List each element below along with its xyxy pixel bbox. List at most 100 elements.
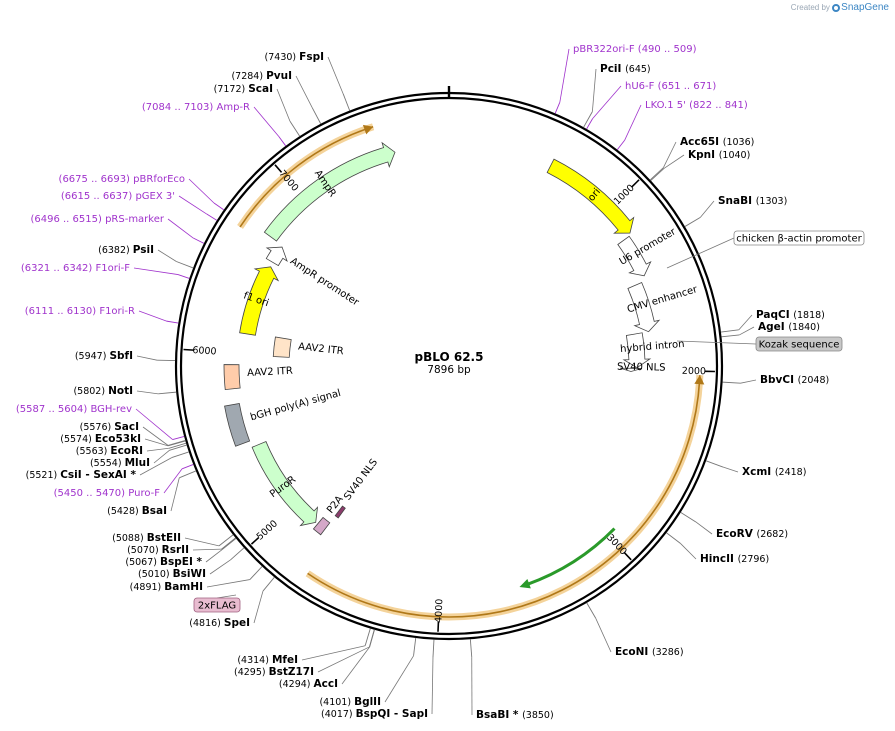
site-rsrii-tick — [221, 537, 236, 550]
site-rsrii-label: (5070) RsrII — [127, 544, 189, 556]
site-bstz17i-leader — [317, 646, 370, 673]
orf-band — [305, 375, 704, 621]
primer-pbrforeco-tick — [213, 202, 225, 211]
snapgene-logo-icon — [832, 4, 841, 12]
feature-sv40-nls-arrow — [334, 505, 346, 519]
site-bglii-leader — [384, 655, 414, 703]
feature-sv40-nls-label: SV40 NLS — [617, 362, 666, 374]
site-ecori-tick — [168, 442, 187, 449]
site-sbfi-leader — [136, 355, 158, 361]
site-bstz17i-label: (4295) BstZ17I — [234, 666, 314, 678]
orf-arrowhead — [362, 124, 374, 135]
feature-aav2-itr-arrow — [223, 364, 241, 391]
site-noti-tick — [158, 391, 177, 395]
site-bspqi-sapi-label: (4017) BspQI - SapI — [321, 708, 428, 720]
brand-created-by: Created by — [790, 3, 830, 12]
site-mfei-leader — [301, 645, 366, 661]
site-bsai-tick — [179, 470, 197, 479]
site-bsabi-tick — [469, 639, 473, 658]
tick-label-4000: 4000 — [433, 599, 445, 624]
site-scai-label: (7172) ScaI — [214, 83, 273, 95]
site-bsteii-label: (5088) BstEII — [112, 532, 181, 544]
brand-credit: Created by SnapGene — [791, 2, 889, 13]
site-bglii-tick — [413, 637, 417, 656]
primer-pbrforeco-label: (6675 .. 6693) pBRforEco — [59, 174, 185, 185]
primer-prs-marker-label: (6496 .. 6515) pRS-marker — [30, 214, 164, 225]
primer-f1ori-f-label: (6321 .. 6342) F1ori-F — [21, 263, 130, 274]
primer-amp-r-tick — [278, 136, 287, 147]
site-paqci-label: PaqCI (1818) — [756, 309, 825, 321]
site-bspei-tick — [221, 538, 237, 551]
site-bsai-label: (5428) BsaI — [107, 505, 167, 517]
site-bamhi-leader — [206, 579, 250, 588]
site-xcmi-tick — [705, 460, 724, 468]
feature-bgh-poly-a-signal-label: bGH poly(A) signal — [249, 388, 342, 423]
site-scai-leader — [276, 88, 291, 122]
primer-pgex-3-tick — [206, 213, 218, 221]
primer-lko-1-5-label: LKO.1 5' (822 .. 841) — [645, 100, 748, 111]
primer-bgh-rev-tick — [172, 436, 185, 441]
primer-hu6-f-label: hU6-F (651 .. 671) — [625, 81, 716, 92]
site-mlui-label: (5554) MluI — [90, 457, 150, 469]
site-acci-leader — [341, 646, 370, 685]
primer-f1ori-r-leader — [138, 310, 167, 322]
site-pcii-label: PciI (645) — [600, 63, 651, 75]
site-snabi-leader — [700, 200, 715, 218]
site-agei-tick — [721, 334, 740, 338]
primer-f1ori-f-leader — [133, 267, 179, 275]
site-psii-label: (6382) PsiI — [98, 244, 154, 256]
inner-orf-arrowhead — [519, 579, 531, 589]
primer-amp-r-label: (7084 .. 7103) Amp-R — [142, 102, 250, 113]
tick-label-5000: 5000 — [255, 518, 280, 542]
site-bsiwi-leader — [209, 559, 231, 575]
primer-pbrforeco-leader — [188, 178, 215, 204]
tick-6000 — [183, 348, 194, 351]
boxed-kozak-sequence-leader — [676, 340, 757, 345]
site-noti-label: (5802) NotI — [73, 385, 133, 397]
site-ecorv-leader — [695, 521, 713, 535]
site-kpni-label: KpnI (1040) — [688, 149, 750, 161]
feature-p2a-arrow — [312, 516, 331, 536]
site-hincii-leader — [680, 543, 697, 560]
site-econi-leader — [595, 618, 612, 653]
site-bsteii-tick — [218, 534, 234, 547]
site-ecorv-tick — [680, 511, 697, 523]
tick-7000 — [274, 164, 283, 173]
site-bsai-leader — [170, 477, 180, 512]
site-pcii-tick — [583, 111, 593, 128]
primer-prs-marker-tick — [193, 237, 205, 244]
site-bglii-label: (4101) BglII — [319, 696, 381, 708]
site-acc65i-label: Acc65I (1036) — [680, 136, 754, 148]
site-saci-leader — [142, 426, 169, 446]
primer-f1ori-r-label: (6111 .. 6130) F1ori-R — [25, 306, 135, 317]
site-acci-label: (4294) AccI — [279, 678, 338, 690]
inner-orf-line — [525, 527, 616, 587]
primer-amp-r-leader — [253, 106, 279, 137]
feature-sv40-nls-label: SV40 NLS — [342, 457, 380, 502]
boxed-2xflag-leader — [216, 594, 237, 599]
site-bsabi-label: BsaBI * (3850) — [476, 709, 554, 721]
site-bamhi-label: (4891) BamHI — [130, 581, 203, 593]
site-csii-sexai-leader — [139, 457, 172, 476]
tick-1000 — [631, 179, 640, 188]
feature-aav2-itr-arrow — [272, 336, 292, 358]
site-bsteii-leader — [184, 537, 220, 547]
site-econi-tick — [586, 602, 597, 619]
feature-ori-arrow — [546, 158, 635, 234]
feature-f1-ori-arrow — [239, 266, 280, 336]
site-ecorv-label: EcoRV (2682) — [716, 528, 788, 540]
site-layer: PciI (645) Acc65I (1036)KpnI (1040) SnaBI … — [16, 44, 865, 721]
primer-lko-1-5-tick — [616, 140, 625, 151]
tick-label-2000: 2000 — [682, 366, 706, 377]
site-eco53ki-label: (5574) Eco53kI — [60, 433, 141, 445]
site-snabi-label: SnaBI (1303) — [718, 195, 787, 207]
orf-arrowhead — [694, 375, 705, 385]
site-bsiwi-tick — [230, 547, 245, 561]
site-acci-tick — [369, 629, 375, 648]
primer-pbr322ori-f-tick — [554, 102, 561, 114]
site-hincii-tick — [666, 532, 682, 545]
tick-5000 — [250, 536, 260, 545]
site-pvui-label: (7284) PvuI — [231, 70, 292, 82]
primer-f1ori-r-tick — [166, 320, 179, 324]
